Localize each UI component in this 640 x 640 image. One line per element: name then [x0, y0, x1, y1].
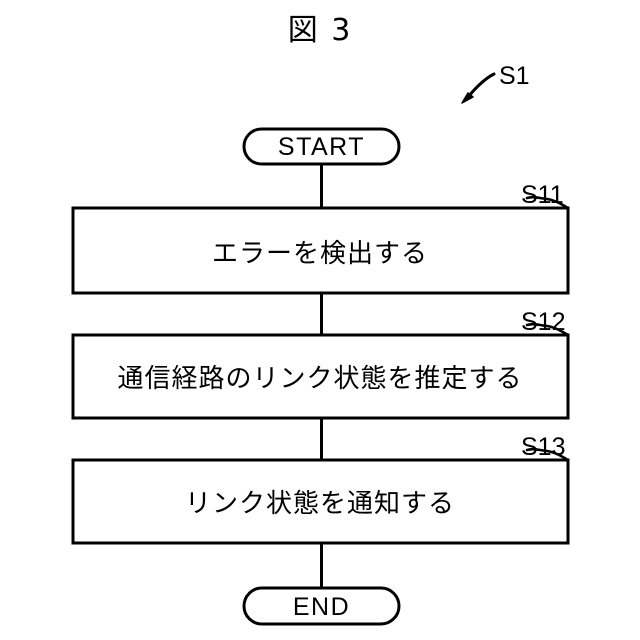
- reference-arrow-head: [461, 92, 474, 104]
- step-label-s12: S12: [521, 308, 565, 336]
- step-label-s12-leader: [525, 322, 570, 337]
- figure-title: 図 3: [288, 13, 353, 48]
- step-label-s11: S11: [521, 181, 564, 209]
- node-s13[interactable]: リンク状態を通知する: [71, 458, 570, 545]
- step-label-s13-leader: [525, 447, 570, 462]
- node-start[interactable]: START: [242, 127, 401, 166]
- node-s11[interactable]: エラーを検出する: [71, 206, 570, 295]
- node-s12-label: 通信経路のリンク状態を推定する: [117, 364, 522, 394]
- step-label-s13-group: S13: [521, 433, 570, 462]
- node-s11-label: エラーを検出する: [212, 239, 428, 269]
- reference-arrow-line: [466, 72, 496, 99]
- step-label-s11-group: S11: [521, 181, 570, 210]
- node-end[interactable]: END: [242, 586, 401, 626]
- step-label-s13: S13: [521, 433, 565, 461]
- node-end-shape[interactable]: [242, 586, 401, 626]
- step-label-s11-leader: [525, 195, 570, 210]
- node-end-label: END: [293, 593, 350, 621]
- reference-label-s1: S1: [499, 62, 530, 90]
- node-start-label: START: [278, 133, 365, 161]
- step-label-s12-group: S12: [521, 308, 570, 337]
- node-s12[interactable]: 通信経路のリンク状態を推定する: [71, 333, 570, 420]
- reference-callout-s1: S1: [461, 62, 530, 104]
- node-s13-label: リンク状態を通知する: [185, 489, 455, 519]
